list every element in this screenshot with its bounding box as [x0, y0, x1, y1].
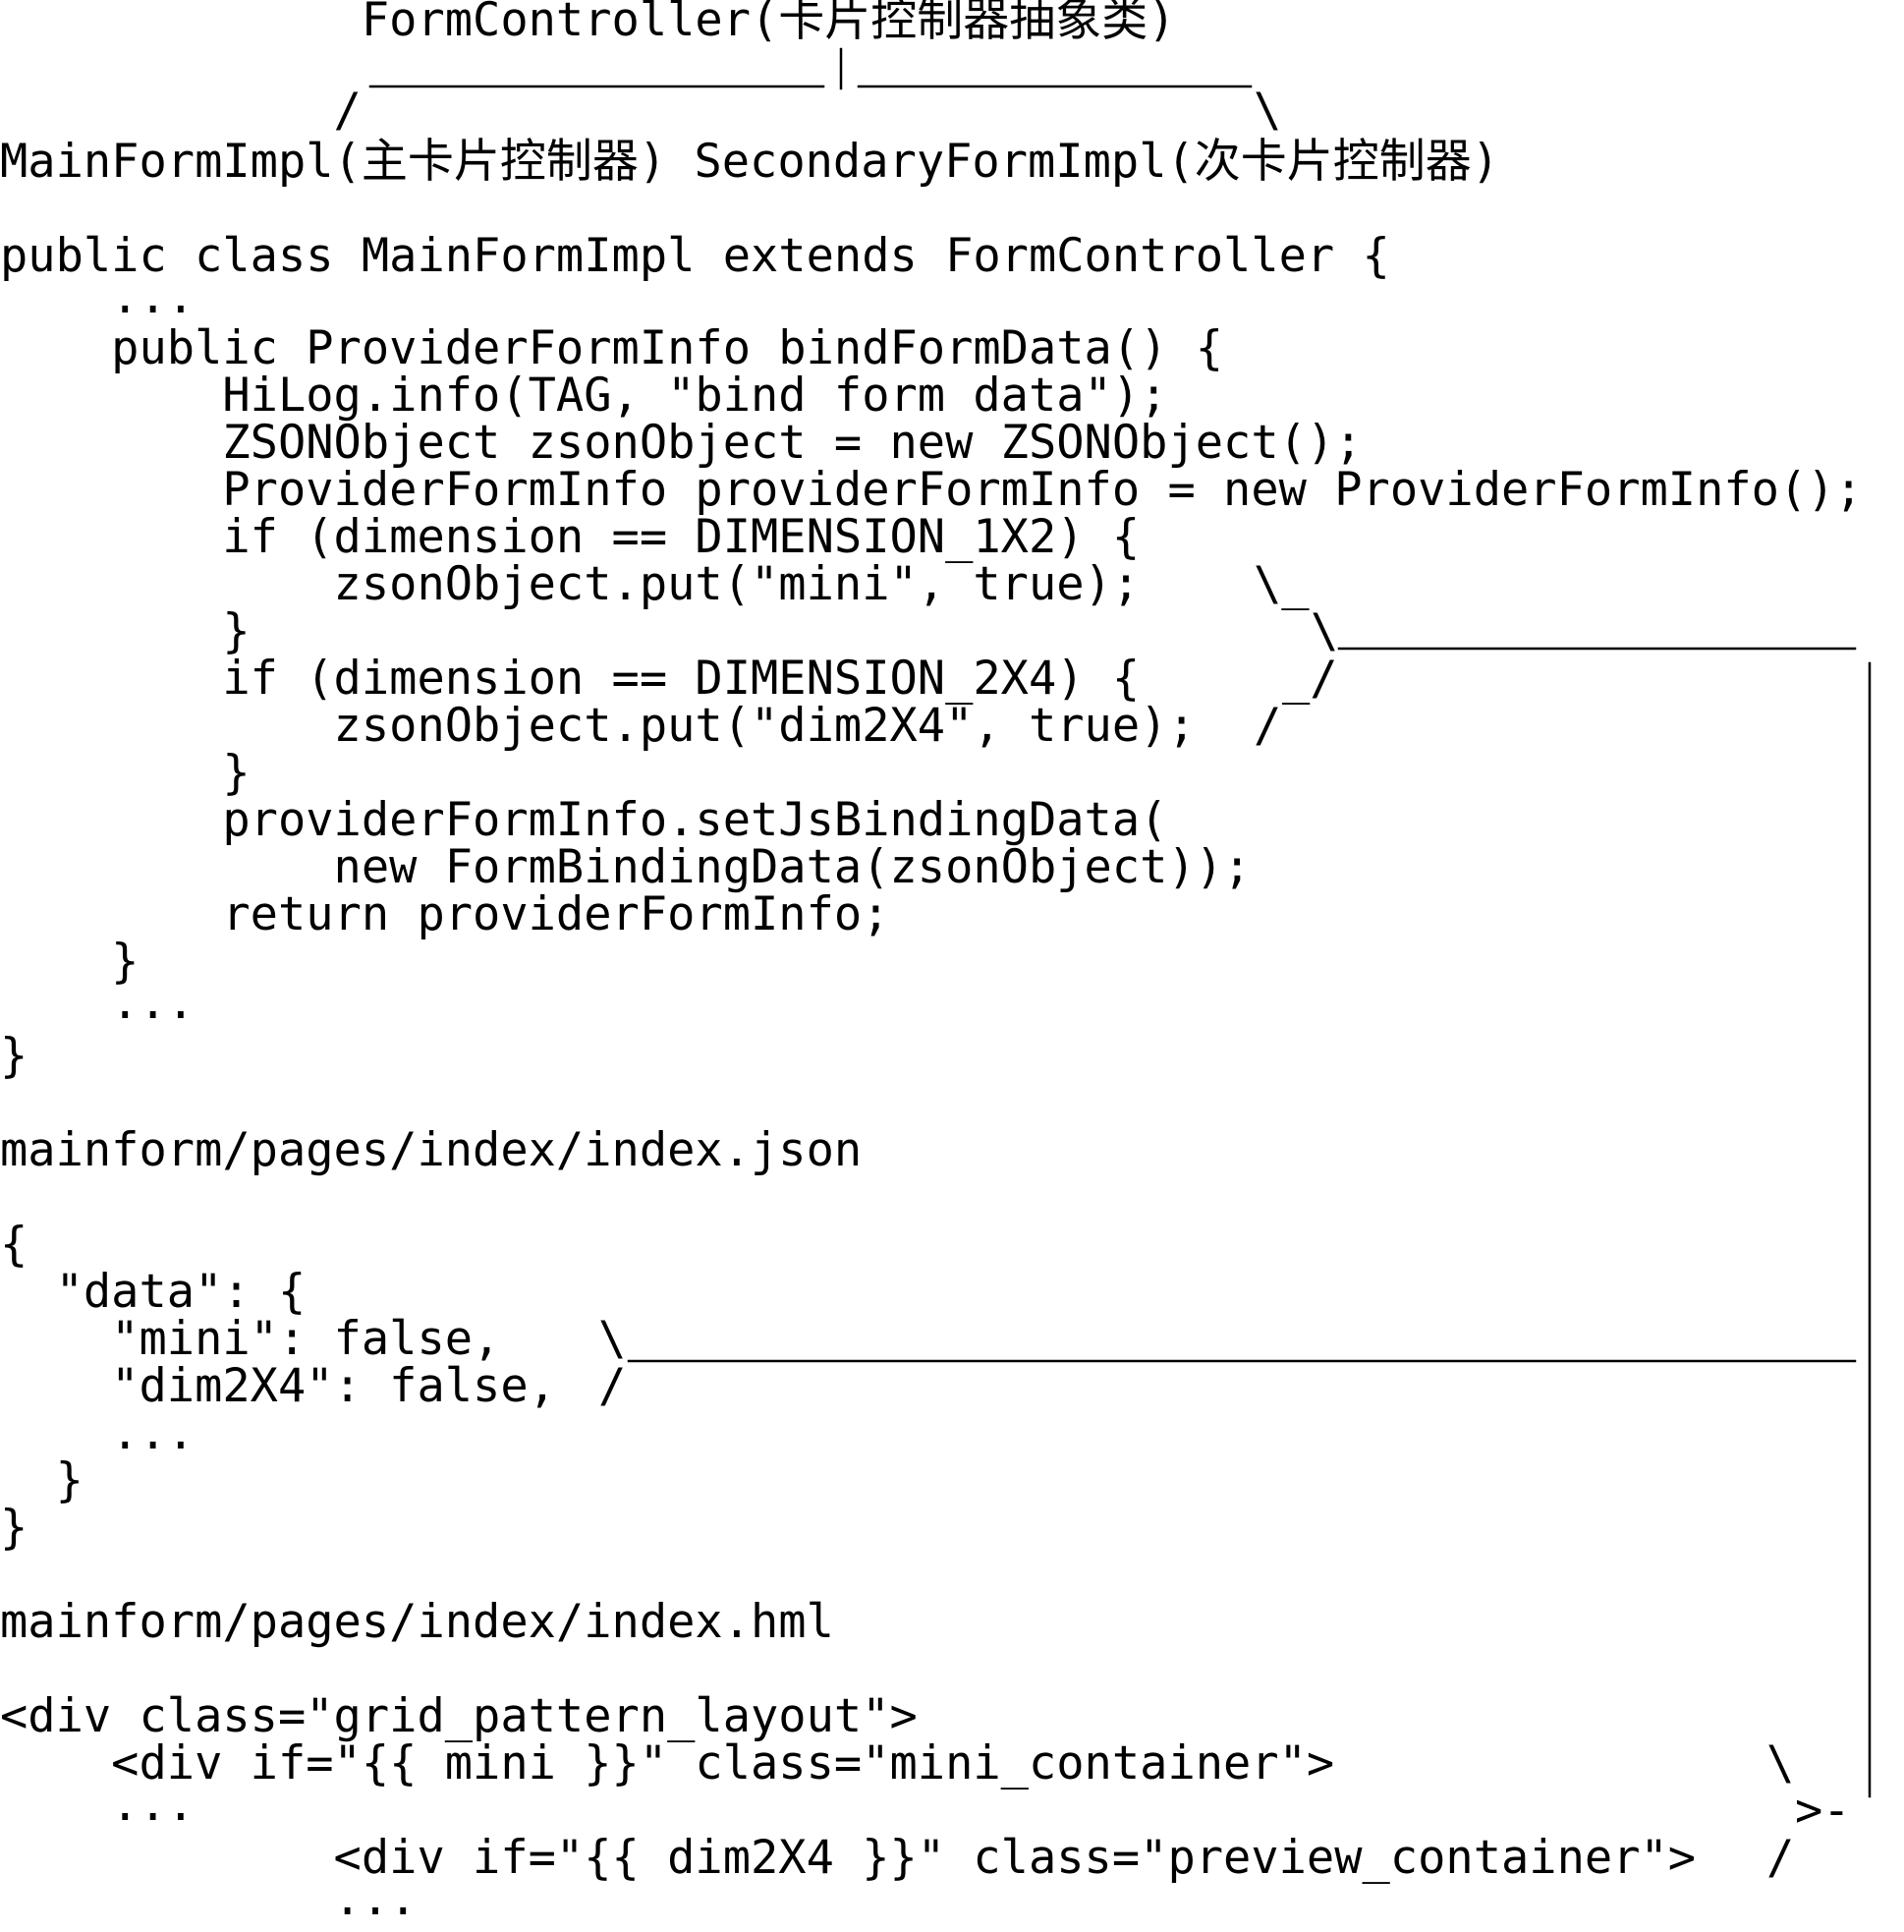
java-close-brace: }: [0, 746, 251, 800]
hml-bracket-top: \: [1766, 1736, 1794, 1790]
hierarchy-branch-right: \: [1254, 84, 1281, 138]
hml-bracket-bottom: /: [1766, 1831, 1794, 1885]
json-dim2x4-entry: "dim2X4": false,: [0, 1359, 556, 1413]
json-data-close: }: [0, 1453, 84, 1507]
json-close-brace: }: [0, 1501, 28, 1555]
java-method-signature: public ProviderFormInfo bindFormData() {: [0, 321, 1223, 375]
json-ellipsis: ...: [0, 1406, 195, 1460]
hierarchy-children-label: MainFormImpl(主卡片控制器) SecondaryFormImpl(次…: [0, 135, 1499, 189]
java-bracket-top: \_: [1254, 557, 1310, 611]
hml-bracket-arrow: >-: [1795, 1784, 1851, 1838]
java-ellipsis: ...: [0, 976, 195, 1030]
hml-grid-div: <div class="grid_pattern_layout">: [0, 1689, 918, 1743]
java-if-1x2: if (dimension == DIMENSION_1X2) {: [0, 510, 1140, 564]
hierarchy-root-label: FormController(卡片控制器抽象类): [0, 0, 1176, 47]
hml-mini-div: <div if="{{ mini }}" class="mini_contain…: [0, 1736, 1334, 1790]
java-ellipsis: ...: [0, 270, 195, 324]
json-bracket-bottom: /: [598, 1359, 626, 1413]
java-put-mini: zsonObject.put("mini", true);: [0, 557, 1140, 611]
java-class-declaration: public class MainFormImpl extends FormCo…: [0, 229, 1390, 283]
java-zson-statement: ZSONObject zsonObject = new ZSONObject()…: [0, 416, 1363, 470]
java-bracket-mid: \: [1311, 604, 1338, 658]
hml-file-path: mainform/pages/index/index.hml: [0, 1595, 834, 1649]
java-provider-statement: ProviderFormInfo providerFormInfo = new …: [0, 463, 1863, 517]
java-log-statement: HiLog.info(TAG, "bind form data");: [0, 369, 1167, 423]
java-bracket-tail: /: [1254, 699, 1281, 753]
json-data-key: "data": {: [0, 1265, 306, 1319]
java-if-2x4: if (dimension == DIMENSION_2X4) {: [0, 652, 1140, 706]
java-bracket-bottom: _/: [1282, 652, 1338, 706]
hml-preview-div: <div if="{{ dim2X4 }}" class="preview_co…: [0, 1831, 1696, 1885]
java-return: return providerFormInfo;: [0, 887, 889, 941]
json-open-brace: {: [0, 1218, 28, 1272]
java-class-end: }: [0, 1029, 28, 1083]
json-bracket-top: \: [598, 1312, 626, 1366]
json-mini-entry: "mini": false,: [0, 1312, 500, 1366]
java-set-binding: providerFormInfo.setJsBindingData(: [0, 793, 1167, 847]
hml-ellipsis: ...: [0, 1778, 195, 1832]
hierarchy-branch-left: /: [0, 84, 362, 138]
java-new-binding: new FormBindingData(zsonObject));: [0, 840, 1251, 894]
json-file-path: mainform/pages/index/index.json: [0, 1123, 862, 1177]
hml-ellipsis: ...: [0, 1872, 417, 1926]
java-method-end: }: [0, 935, 139, 989]
java-close-brace: }: [0, 604, 251, 658]
java-put-dim2x4: zsonObject.put("dim2X4", true);: [0, 699, 1196, 753]
